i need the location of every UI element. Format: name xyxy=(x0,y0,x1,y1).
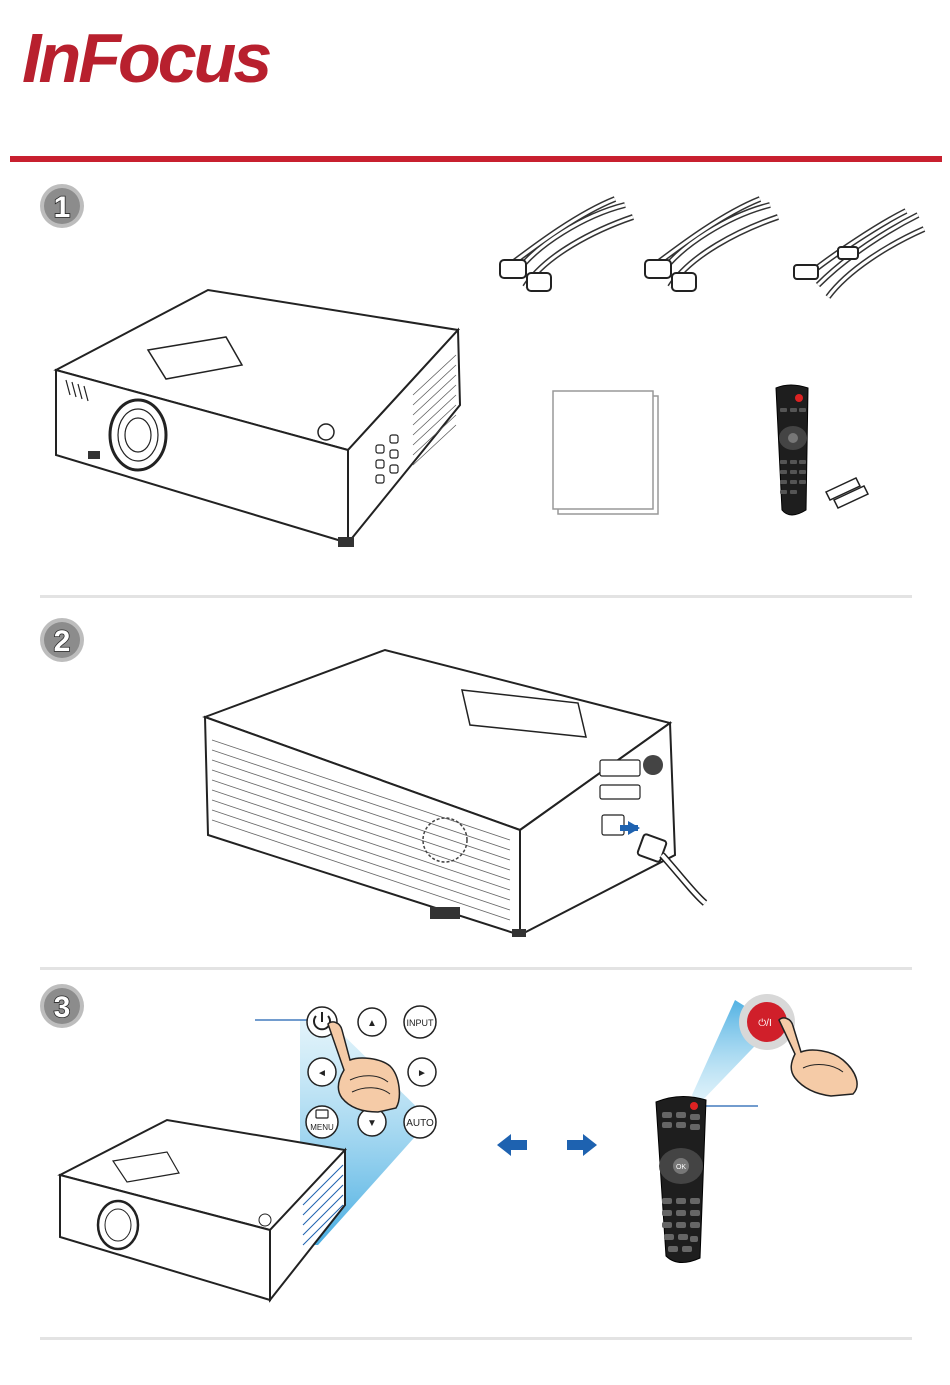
logo-text: InFocus xyxy=(22,19,270,97)
left-button-label: ◄ xyxy=(317,1068,327,1079)
step-2-number: 2 xyxy=(54,625,71,658)
bidirectional-arrows xyxy=(495,1130,600,1160)
remote-ok-label: OK xyxy=(676,1164,686,1171)
right-button-label: ► xyxy=(417,1068,427,1079)
divider-3 xyxy=(40,1337,912,1340)
arrow-left-icon xyxy=(497,1134,527,1156)
down-button-label: ▼ xyxy=(367,1118,377,1129)
remote-power-label: ⏻/I xyxy=(758,1018,771,1029)
document-icon xyxy=(550,388,665,518)
divider-2 xyxy=(40,967,912,970)
projector-front-view xyxy=(48,285,468,550)
battery-icon xyxy=(826,478,868,508)
power-cord-icon-2 xyxy=(640,195,785,300)
step-2-badge: 2 xyxy=(38,616,86,664)
projector-small-view xyxy=(55,1115,350,1305)
up-button-label: ▲ xyxy=(367,1018,377,1029)
projector-rear-view xyxy=(200,645,720,950)
remote-control-icon xyxy=(768,380,878,520)
hdmi-cable-icon xyxy=(788,205,928,305)
remote-power-zoom: ⏻/I xyxy=(735,990,870,1100)
step-3-badge: 3 xyxy=(38,982,86,1030)
hand-icon xyxy=(328,1022,399,1112)
infocus-logo: InFocus xyxy=(22,20,332,95)
power-cord-icon xyxy=(495,195,640,300)
hand-icon-remote xyxy=(779,1018,857,1096)
header-rule xyxy=(10,156,942,162)
step-3-number: 3 xyxy=(54,991,71,1024)
auto-button-label: AUTO xyxy=(406,1118,434,1129)
arrow-right-icon xyxy=(567,1134,597,1156)
step-1-badge: 1 xyxy=(38,182,86,230)
step-1-number: 1 xyxy=(54,191,71,224)
remote-control-large: OK xyxy=(650,1090,770,1270)
input-button-label: INPUT xyxy=(407,1018,435,1028)
divider-1 xyxy=(40,595,912,598)
